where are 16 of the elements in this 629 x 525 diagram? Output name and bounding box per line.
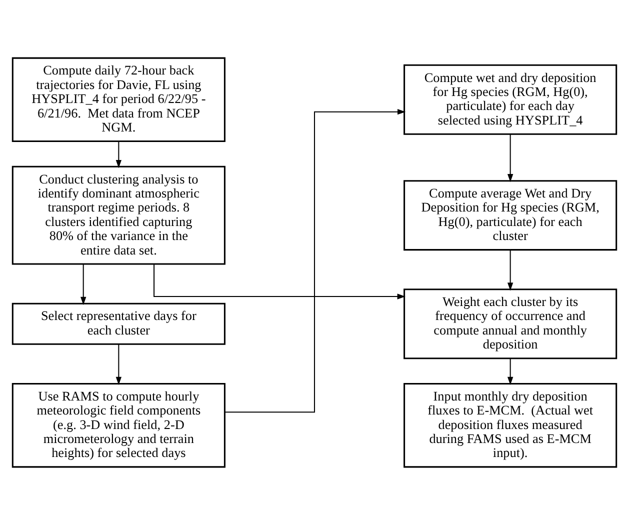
node-box: Select representative days for each cluster xyxy=(12,302,226,345)
node-box: Compute average Wet and Dry Deposition for Hg species (RGM, Hg(0), particulate) for each cluster xyxy=(404,180,618,251)
node-box: Compute daily 72-hour back trajectories for Davie, FL using HYSPLIT_4 for period 6/22/95 - 6/21/96. Met data from NCEP NGM. xyxy=(12,57,226,142)
arrow xyxy=(80,264,86,306)
node-box: Weight each cluster by its frequency of occurrence and compute annual and monthly deposition xyxy=(404,288,618,360)
arrow xyxy=(507,250,514,291)
arrow xyxy=(507,134,514,182)
node-box: Compute wet and dry deposition for Hg species (RGM, Hg(0), particulate) for each day selected using HYSPLIT_4 xyxy=(404,64,618,135)
node-box: Conduct clustering analysis to identify dominant atmospheric transport regime periods. 8 clusters identified capturing 80% of the variance in the entire data set. xyxy=(12,166,226,265)
node-box: Input monthly dry deposition fluxes to E-MCM. (Actual wet deposition fluxes measured during FAMS used as E-MCM input). xyxy=(404,382,618,468)
arrow xyxy=(224,108,406,413)
arrow xyxy=(507,358,514,386)
arrow xyxy=(154,264,406,300)
node-box: Use RAMS to compute hourly meteorologic field components (e.g. 3-D wind field, 2-D micrometerology and terrain heights) for selected days xyxy=(12,382,226,468)
arrow xyxy=(116,141,122,168)
arrow xyxy=(116,344,122,385)
